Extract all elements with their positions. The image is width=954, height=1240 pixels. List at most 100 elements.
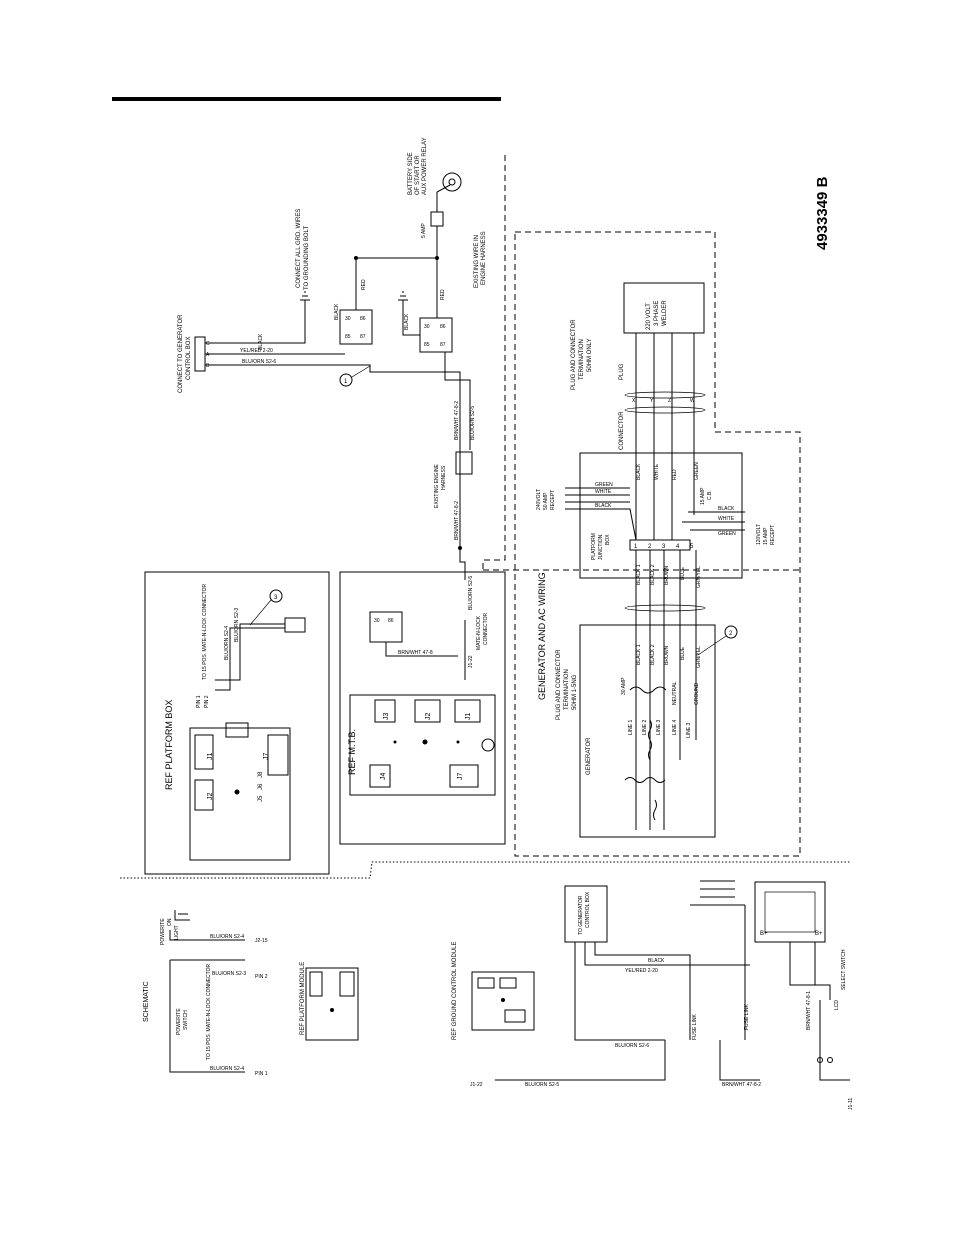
mtb-board bbox=[349, 694, 496, 796]
gen-ac-title: GENERATOR AND AC WIRING bbox=[537, 572, 547, 700]
pb-hole bbox=[234, 789, 240, 795]
relay1-85: 85 bbox=[345, 334, 351, 340]
mtb-j4-label: J4 bbox=[380, 773, 387, 781]
sch-j215: J2-15 bbox=[255, 938, 268, 944]
pb-top-tab bbox=[225, 722, 249, 738]
junction-2: JUNCTION bbox=[598, 534, 604, 560]
ref-platform-box-frame bbox=[144, 571, 330, 875]
bplus-2: B+ bbox=[815, 931, 823, 937]
exist-eng-2: HARNESS bbox=[441, 465, 447, 490]
welder-label-1: 220 VOLT bbox=[646, 303, 652, 330]
mate-lock-label-2: CONNECTOR bbox=[483, 612, 489, 645]
ss-label-2: SELECT SWITCH bbox=[841, 949, 847, 990]
mtb-relay-86: 86 bbox=[388, 618, 394, 624]
plug-label: PLUG bbox=[619, 363, 625, 380]
gw-grnyel: GRN/YEL bbox=[696, 566, 702, 588]
batt-label-3: AUX POWER RELAY bbox=[422, 137, 428, 195]
r120-black-label: BLACK bbox=[718, 506, 735, 512]
schematic-title: SCHEMATIC bbox=[143, 981, 150, 1022]
tb-2: 2 bbox=[648, 544, 652, 550]
gen-control-box-connector bbox=[194, 336, 206, 372]
gm-j122-label: J1-22 bbox=[470, 1082, 483, 1088]
pm-hole bbox=[330, 1008, 334, 1012]
gen-coil-3 bbox=[653, 799, 657, 821]
sch-s24-label: BLU/ORN S2-4 bbox=[210, 1066, 244, 1072]
generator-label: GENERATOR bbox=[586, 737, 592, 775]
sch-to15: TO 15 POS. MATE-N-LOCK CONNECTOR bbox=[206, 963, 212, 1060]
gen-breaker-30a bbox=[629, 686, 667, 694]
select-switch-inner bbox=[764, 891, 816, 933]
plug-term-2: TERMINATION bbox=[579, 339, 585, 380]
sch-light-wire bbox=[169, 930, 245, 941]
recept240-2: 50 AMP bbox=[543, 492, 549, 510]
gm-s25-label: BLU/ORN S2-5 bbox=[525, 1082, 559, 1088]
g-black1: BLACK 1 bbox=[636, 644, 642, 665]
pm-j1 bbox=[309, 971, 323, 997]
fuse-link-1: FUSE LINK bbox=[692, 1013, 698, 1040]
relay2-30: 30 bbox=[424, 324, 430, 330]
gw-black1: BLACK 1 bbox=[636, 564, 642, 585]
gen-coil-2 bbox=[648, 719, 652, 761]
gw-blue: BLUE bbox=[680, 566, 686, 580]
mtb-j1-label: J1 bbox=[465, 713, 472, 721]
plug-w: W bbox=[690, 398, 695, 404]
mtb-hole-2 bbox=[393, 740, 397, 744]
gen-term-2: TERMINATION bbox=[564, 669, 570, 710]
recept240-1: 240VOLT bbox=[536, 489, 542, 510]
r120-green-label: GREEN bbox=[718, 531, 736, 537]
batt-wire bbox=[436, 184, 451, 212]
g-line3: LINE 3 bbox=[656, 719, 662, 735]
gm-j1 bbox=[477, 977, 495, 989]
sch-powerite-sw-1: POWERITE bbox=[176, 1008, 182, 1035]
exist-eng-1: EXISTING ENGINE bbox=[434, 463, 440, 508]
pb-wire-1 bbox=[215, 627, 285, 691]
ground-module bbox=[471, 971, 535, 1031]
control-box-label: CONTROL BOX bbox=[186, 337, 192, 380]
blu-orn-wire-mid bbox=[459, 474, 466, 580]
gm-wire-s26 bbox=[574, 942, 665, 1041]
battery-terminal bbox=[442, 172, 462, 192]
black-label-2: BLACK bbox=[334, 303, 340, 320]
ss-4781-label: BRN/WHT 47-8-1 bbox=[806, 991, 812, 1030]
ss-contact-1 bbox=[817, 1057, 823, 1063]
tb-5: 5 bbox=[690, 544, 694, 550]
bplus-1: B+ bbox=[760, 931, 768, 937]
plug-x: X bbox=[632, 398, 636, 404]
mtb-j3-label: J3 bbox=[383, 713, 390, 721]
sch-powerite-l-1: POWERITE bbox=[160, 918, 166, 945]
pb-switch bbox=[284, 617, 306, 633]
w-green-label: GREEN bbox=[694, 462, 700, 480]
sch-pin2-label: PIN 2 bbox=[255, 974, 268, 980]
g-brown: BROWN bbox=[664, 645, 670, 665]
mtb-relay bbox=[369, 611, 403, 643]
gm-wire-s25 bbox=[495, 1040, 666, 1081]
callout-1 bbox=[339, 373, 353, 387]
pb-to15: TO 15 POS. MATE-N-LOCK CONNECTOR bbox=[202, 583, 208, 680]
gen-coil-1 bbox=[624, 777, 666, 783]
junction-dot-1 bbox=[354, 256, 358, 260]
sch-pin1-label: PIN 1 bbox=[255, 1071, 268, 1077]
black-wire-relay2 bbox=[402, 300, 420, 336]
conn-c-label: C bbox=[206, 341, 210, 347]
existing-wire-2: ENGINE HARNESS bbox=[481, 231, 487, 285]
relay2-86: 86 bbox=[440, 324, 446, 330]
pb-pin2: PIN 2 bbox=[204, 695, 210, 708]
gw-black2: BLACK 2 bbox=[650, 564, 656, 585]
g-grnyel: GRN/YEL bbox=[696, 646, 702, 668]
to-gen-ctrl-2: CONTROL BOX bbox=[585, 891, 591, 928]
inline-connector bbox=[455, 451, 473, 475]
gm-wire-yelred bbox=[594, 942, 691, 1040]
callout-3 bbox=[269, 589, 283, 603]
amp-relay-label: 5 AMP bbox=[421, 223, 427, 238]
g-ground: GROUND bbox=[694, 682, 700, 705]
gm-wire-4782 bbox=[719, 1040, 760, 1081]
brn-wht-478-wire bbox=[385, 642, 458, 657]
g-line4: LINE 4 bbox=[672, 719, 678, 735]
ref-mtb-title: REF M.T.B. bbox=[347, 729, 357, 775]
ss-wire-1 bbox=[789, 942, 831, 1000]
doc-number: 4933349 B bbox=[814, 176, 831, 250]
mtb-j4 bbox=[369, 764, 391, 788]
blu-orn-s25-label: BLU/ORN S2-5 bbox=[470, 406, 476, 440]
w-white-label: WHITE bbox=[654, 463, 660, 480]
